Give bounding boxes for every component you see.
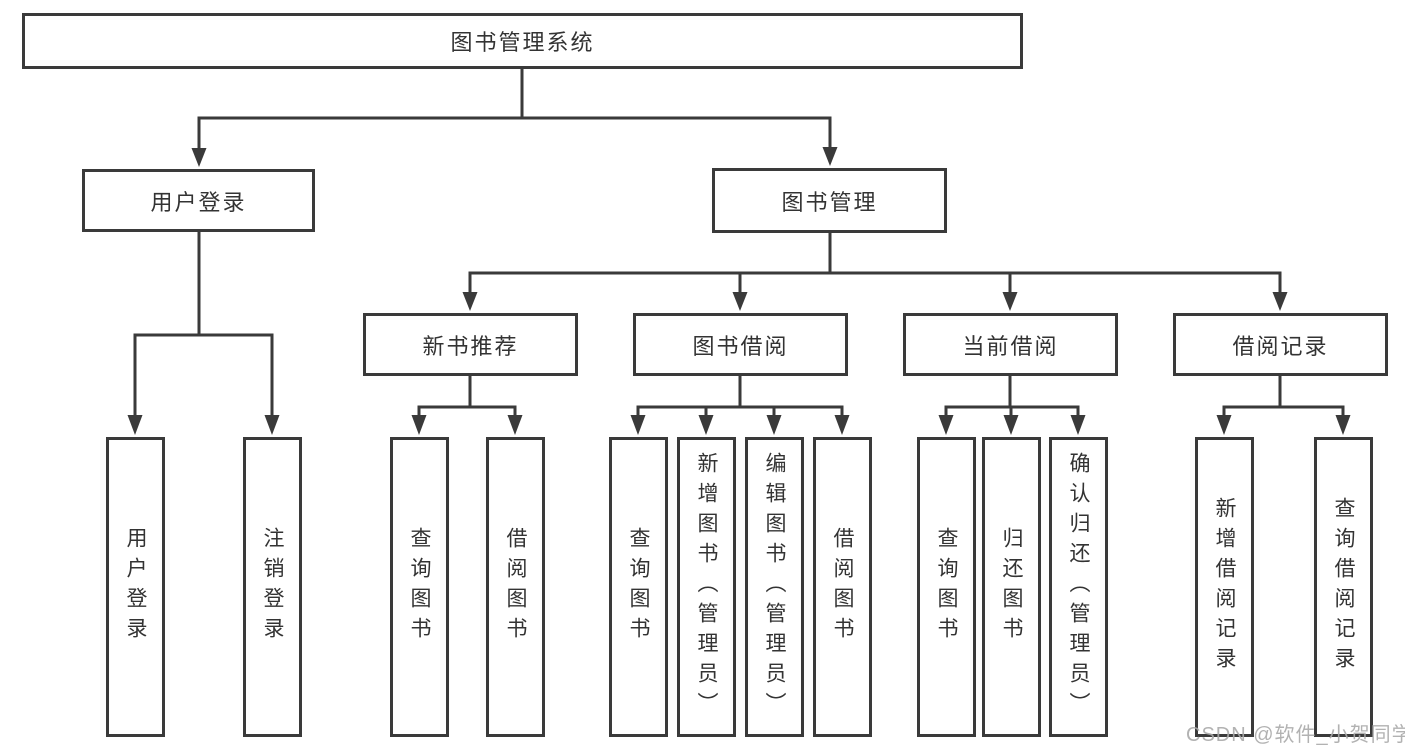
leaf-borrow-books-recommend: 借阅图书 [486, 437, 545, 737]
node-book-borrow: 图书借阅 [633, 313, 848, 376]
watermark-text: CSDN @软件_小贺同学 [1186, 724, 1405, 746]
arrowhead-icon [411, 415, 427, 435]
leaf-query-books-current: 查询图书 [917, 437, 976, 737]
leaf-add-borrow-record: 新增借阅记录 [1195, 437, 1254, 737]
arrowhead-icon [1003, 415, 1019, 435]
leaf-add-book-admin: 新增图书（管理员） [677, 437, 736, 737]
leaf-edit-book-admin: 编辑图书（管理员） [745, 437, 804, 737]
leaf-borrow-books: 借阅图书 [813, 437, 872, 737]
node-new-book-recommend: 新书推荐 [363, 313, 578, 376]
arrowhead-icon [732, 292, 748, 311]
arrowhead-icon [1070, 415, 1086, 435]
leaf-query-borrow-record: 查询借阅记录 [1314, 437, 1373, 737]
leaf-query-books-recommend: 查询图书 [390, 437, 449, 737]
leaf-user-login: 用户登录 [106, 437, 165, 737]
leaf-query-books-borrow: 查询图书 [609, 437, 668, 737]
arrowhead-icon [1216, 415, 1232, 435]
leaf-return-books: 归还图书 [982, 437, 1041, 737]
arrowhead-icon [1002, 292, 1018, 311]
arrowhead-icon [822, 147, 838, 166]
arrowhead-icon [698, 415, 714, 435]
arrowhead-icon [191, 148, 207, 167]
leaf-logout: 注销登录 [243, 437, 302, 737]
arrowhead-icon [1335, 415, 1351, 435]
arrowhead-icon [630, 415, 646, 435]
arrowhead-icon [1272, 292, 1288, 311]
arrowhead-icon [127, 415, 143, 435]
arrowhead-icon [834, 415, 850, 435]
arrowhead-icon [938, 415, 954, 435]
node-current-borrow: 当前借阅 [903, 313, 1118, 376]
node-book-management: 图书管理 [712, 168, 947, 233]
arrowhead-icon [766, 415, 782, 435]
node-borrow-records: 借阅记录 [1173, 313, 1388, 376]
node-root: 图书管理系统 [22, 13, 1023, 69]
arrowhead-icon [462, 292, 478, 311]
leaf-confirm-return-admin: 确认归还（管理员） [1049, 437, 1108, 737]
node-user-login: 用户登录 [82, 169, 315, 232]
arrowhead-icon [264, 415, 280, 435]
arrowhead-icon [507, 415, 523, 435]
